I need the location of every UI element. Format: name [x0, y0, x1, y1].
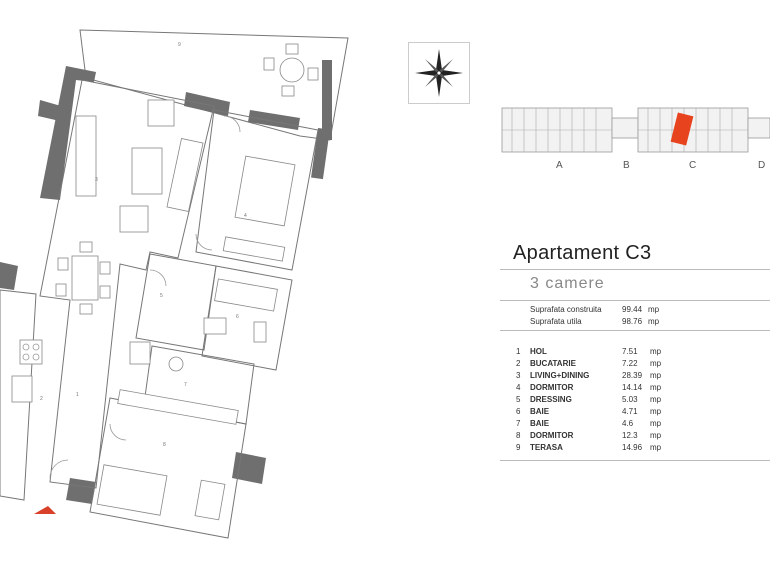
door-arc [109, 423, 127, 441]
area-unit: mp [648, 305, 660, 314]
room-number: 8 [163, 442, 166, 448]
section-label-c: C [689, 160, 697, 171]
area-unit: mp [648, 317, 660, 326]
room-number: 1 [76, 392, 79, 398]
area-label: Suprafata construita [530, 305, 602, 314]
burner [32, 353, 40, 361]
wall-left-edge [0, 262, 18, 290]
burner [22, 353, 30, 361]
door-arc [195, 233, 213, 251]
door-arc [49, 459, 69, 479]
sink [203, 317, 227, 335]
terrace-wall [322, 60, 332, 140]
wardrobe [222, 236, 286, 262]
building-key-plan [501, 107, 770, 153]
entrance-marker [34, 506, 56, 514]
dining-chair [99, 261, 111, 275]
dining-chair [99, 285, 111, 299]
divider [500, 460, 770, 461]
room-number: 7 [184, 382, 187, 388]
door-arc [223, 115, 241, 133]
room-number: 5 [160, 293, 163, 299]
armchair [147, 99, 175, 127]
apartment-title: Apartament C3 [513, 242, 652, 264]
armchair [119, 205, 149, 233]
section-label-d: D [758, 160, 766, 171]
wardrobe [117, 389, 239, 425]
room-number: 9 [178, 42, 181, 48]
sofa [166, 138, 204, 212]
area-value: 99.44 [622, 305, 643, 314]
wall-right [311, 128, 330, 180]
toilet [253, 321, 267, 343]
terrace-outline [79, 29, 349, 141]
area-value: 98.76 [622, 317, 643, 326]
terrace-table [279, 57, 305, 83]
area-label: Suprafata utila [530, 317, 582, 326]
bathtub [214, 278, 278, 312]
kitchen-outline [0, 289, 37, 501]
divider [500, 330, 770, 331]
dressing-outline [135, 253, 217, 351]
bed [234, 155, 296, 227]
compass-rose-icon [408, 42, 470, 104]
room-number: 3 [95, 177, 98, 183]
dining-chair [55, 283, 67, 297]
room-number: 2 [40, 396, 43, 402]
terrace-chair [263, 57, 275, 71]
living-outline [39, 79, 215, 489]
usable-area-row: Suprafata utila 98.76 mp [530, 317, 659, 326]
burner [32, 343, 40, 351]
divider [500, 300, 770, 301]
terrace-chair [281, 85, 295, 97]
section-label-a: A [556, 160, 564, 171]
door-arc [149, 269, 167, 287]
wall-left-upper [40, 66, 96, 200]
room-number: 6 [236, 314, 239, 320]
terrace-chair [307, 67, 319, 81]
dining-table [71, 255, 99, 301]
floor-plan: 1 2 3 4 5 6 7 8 9 [0, 29, 349, 539]
coffee-table [131, 147, 163, 195]
highlighted-unit [670, 112, 694, 146]
wall-top-mid [184, 92, 230, 116]
built-area-row: Suprafata construita 99.44 mp [530, 305, 659, 314]
dining-chair [57, 257, 69, 271]
kitchen-sink [11, 375, 33, 403]
desk [194, 479, 226, 521]
terrace-chair [285, 43, 299, 55]
dining-chair [79, 303, 93, 315]
tv-unit [75, 115, 97, 197]
bedroom-4-outline [195, 109, 319, 271]
bed [96, 464, 168, 516]
section-label-b: B [623, 160, 631, 171]
dining-chair [79, 241, 93, 253]
apartment-subtitle: 3 camere [530, 275, 605, 292]
wall-top-right [248, 110, 300, 130]
room-number: 4 [244, 213, 247, 219]
cooktop [19, 339, 43, 365]
shower [129, 341, 151, 365]
wall-stub [38, 100, 68, 122]
sink [168, 356, 184, 372]
burner [22, 343, 30, 351]
divider [500, 269, 770, 270]
wall-bottom-left [66, 478, 96, 504]
